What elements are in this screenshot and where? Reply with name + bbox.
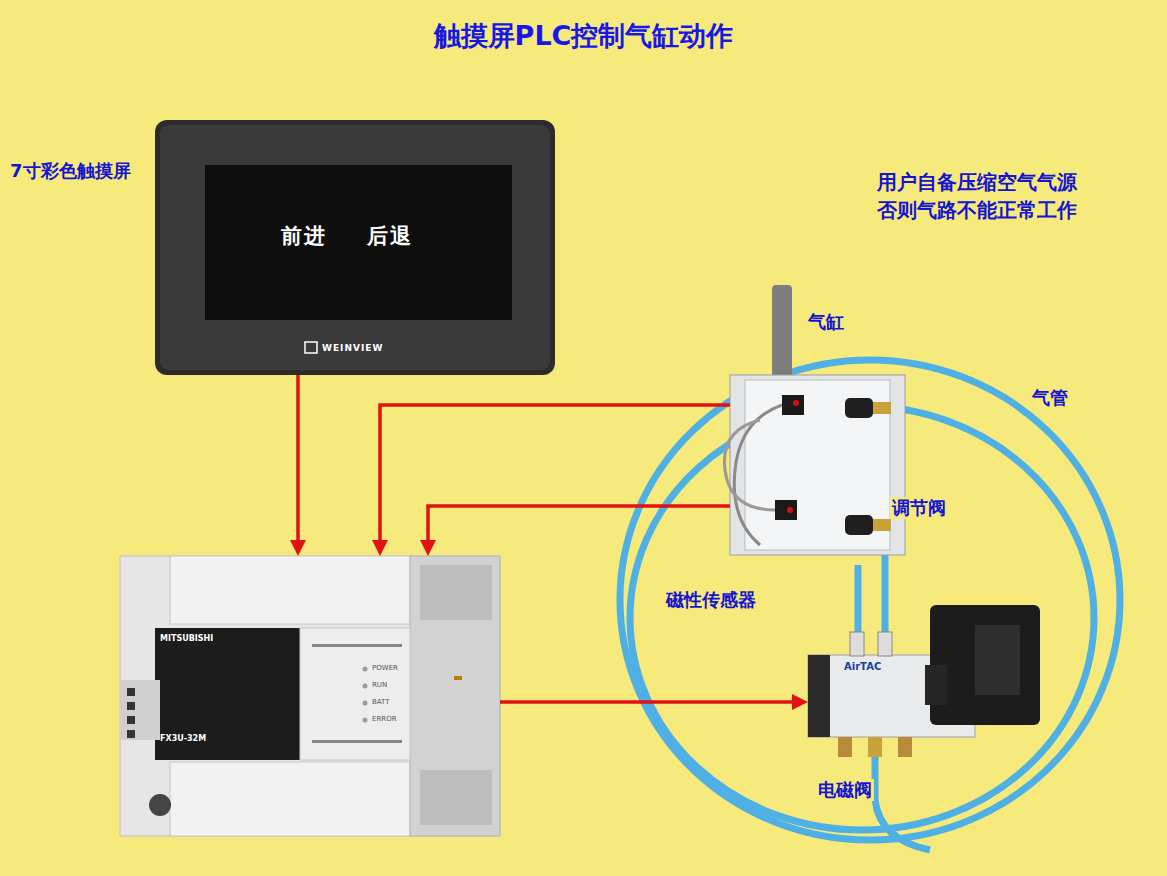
button-text: 前进 bbox=[281, 224, 327, 249]
led-label: RUN bbox=[372, 681, 387, 689]
led-label: ERROR bbox=[372, 715, 397, 723]
signal-line bbox=[380, 405, 730, 544]
valve-figure bbox=[808, 605, 1040, 757]
note-text: 用户自备压缩空气气源 否则气路不能正常工作 bbox=[832, 168, 1122, 224]
signal-arrow bbox=[500, 694, 808, 710]
part-name: 调节阀 bbox=[890, 497, 948, 519]
touchscreen: 7寸彩色触摸屏前进后退WEINVIEW bbox=[155, 120, 555, 375]
title: 触摸屏PLC控制气缸动作 bbox=[0, 18, 1167, 54]
brand-name: MITSUBISHI bbox=[160, 634, 213, 644]
signal-line bbox=[296, 375, 300, 544]
arrowhead bbox=[792, 694, 808, 710]
cylinder-figure bbox=[724, 285, 905, 555]
signal-arrow bbox=[372, 405, 730, 556]
arrowhead bbox=[372, 540, 388, 556]
arrowhead bbox=[420, 540, 436, 556]
plc: MITSUBISHI FX3U-32M POWER RUN BATT ERROR bbox=[120, 556, 500, 836]
button-text: 后退 bbox=[367, 224, 413, 249]
model-name: FX3U-32M bbox=[160, 734, 206, 744]
led-label: POWER bbox=[372, 664, 398, 672]
plc-figure bbox=[120, 556, 500, 836]
signal-line bbox=[428, 506, 730, 544]
touchscreen-figure bbox=[155, 120, 555, 375]
signal-arrow bbox=[290, 375, 306, 556]
signal-arrow bbox=[420, 506, 730, 556]
screen-caption: 7寸彩色触摸屏 bbox=[8, 160, 133, 182]
cylinder: 气缸 bbox=[730, 375, 905, 555]
part-name: 气缸 bbox=[806, 311, 846, 333]
brand-name: WEINVIEW bbox=[322, 343, 383, 354]
part-name: 电磁阀 bbox=[816, 779, 874, 801]
part-name: 气管 bbox=[1030, 387, 1070, 409]
part-name: 磁性传感器 bbox=[664, 589, 758, 611]
led-label: BATT bbox=[372, 698, 389, 706]
arrowhead bbox=[290, 540, 306, 556]
signal-line bbox=[500, 700, 796, 704]
air-tube bbox=[620, 360, 1120, 850]
brand-name: AirTAC bbox=[844, 661, 881, 673]
solenoid-valve: AirTAC电磁阀 bbox=[808, 655, 975, 737]
